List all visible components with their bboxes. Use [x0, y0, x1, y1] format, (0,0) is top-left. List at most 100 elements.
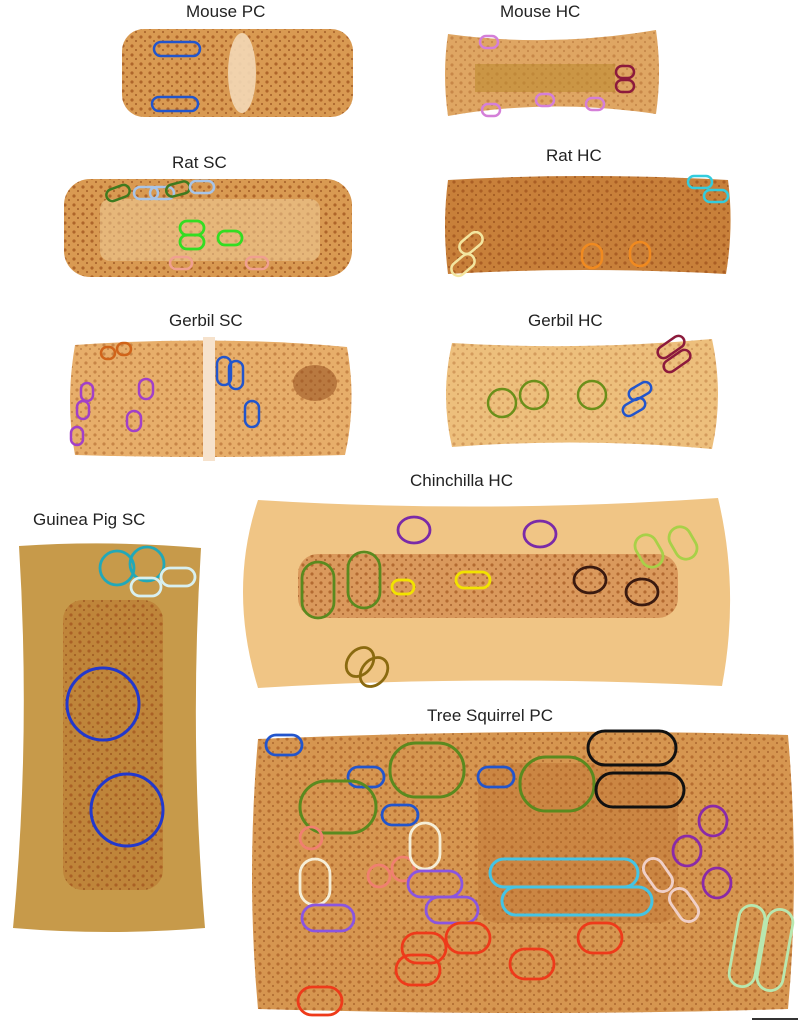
roi-outline [99, 345, 117, 361]
roi-outline [518, 379, 550, 411]
scale-bar [752, 1018, 798, 1020]
roi-outline [296, 985, 344, 1017]
roi-outline [65, 666, 141, 742]
label-rat-hc: Rat HC [546, 146, 602, 165]
roi-outline [594, 771, 686, 809]
roi-outline [450, 252, 476, 278]
roi-outline [244, 255, 270, 271]
mouse-hc-tissue [440, 26, 665, 121]
roi-outline [388, 741, 466, 799]
roi-outline [701, 866, 733, 900]
roi-outline [624, 577, 660, 607]
roi-outline [400, 931, 448, 965]
roi-outline [586, 729, 678, 767]
gerbil-sc-tissue [65, 333, 357, 463]
label-rat-sc: Rat SC [172, 153, 227, 172]
label-gerbil-hc: Gerbil HC [528, 311, 603, 330]
roi-outline [702, 188, 730, 204]
roi-outline [264, 733, 304, 757]
label-mouse-pc: Mouse PC [186, 2, 266, 21]
roi-outline [98, 549, 136, 587]
roi-outline [394, 953, 442, 987]
roi-outline [500, 885, 654, 917]
roi-outline [298, 779, 378, 835]
roi-outline [300, 560, 336, 620]
label-tree-squirrel-pc: Tree Squirrel PC [427, 706, 553, 725]
roi-outline [115, 341, 133, 357]
roi-outline [580, 242, 604, 270]
roi-outline [633, 533, 665, 569]
roi-outline [215, 355, 233, 387]
gerbil-hc-tissue [442, 333, 722, 455]
guinea-pig-sc-tissue [5, 540, 212, 935]
roi-outline [572, 565, 608, 595]
roi-outline [534, 92, 556, 108]
roi-outline [444, 921, 492, 955]
roi-outline [518, 755, 596, 813]
roi-outline [396, 515, 432, 545]
roi-outline [584, 96, 606, 112]
roi-outline [380, 803, 420, 827]
roi-outline [243, 399, 261, 429]
tree-squirrel-pc-tissue [248, 727, 800, 1017]
roi-outline [480, 102, 502, 118]
roi-outline [614, 64, 636, 80]
roi-outline [358, 656, 390, 688]
roi-outline [105, 183, 131, 203]
roi-outline [137, 377, 155, 401]
rat-hc-tissue [442, 170, 737, 280]
label-mouse-hc: Mouse HC [500, 2, 581, 21]
roi-outline [662, 348, 692, 374]
roi-outline [125, 409, 143, 433]
roi-outline [159, 566, 197, 588]
roi-outline [621, 396, 647, 418]
roi-outline [727, 904, 767, 988]
roi-outline [148, 185, 176, 201]
label-chinchilla-hc: Chinchilla HC [410, 471, 513, 490]
roi-outline [152, 40, 202, 58]
roi-outline [686, 174, 714, 190]
roi-outline [697, 804, 729, 838]
roi-outline [408, 821, 442, 871]
roi-outline [168, 255, 194, 271]
chinchilla-hc-tissue [228, 490, 740, 695]
roi-outline [150, 95, 200, 113]
roi-outline [344, 646, 376, 678]
label-guinea-pig-sc: Guinea Pig SC [33, 510, 146, 529]
roi-outline [671, 834, 703, 868]
roi-outline [216, 229, 244, 247]
roi-outline [366, 863, 392, 889]
roi-outline [424, 895, 480, 925]
roi-outline [642, 857, 674, 893]
roi-outline [128, 545, 166, 583]
roi-outline [522, 519, 558, 549]
roi-outline [89, 772, 165, 848]
roi-outline [390, 855, 416, 883]
roi-outline [614, 78, 636, 94]
roi-outline [390, 578, 416, 596]
label-gerbil-sc: Gerbil SC [169, 311, 243, 330]
roi-outline [486, 387, 518, 419]
roi-outline [188, 179, 216, 195]
roi-outline [627, 380, 653, 402]
roi-outline [667, 525, 699, 561]
roi-outline [178, 233, 206, 251]
roi-outline [576, 921, 624, 955]
rat-sc-tissue [62, 175, 354, 280]
roi-outline [656, 334, 686, 360]
roi-outline [576, 379, 608, 411]
roi-outline [69, 425, 85, 447]
roi-outline [476, 765, 516, 789]
roi-outline [298, 825, 324, 851]
mouse-pc-tissue [120, 25, 355, 120]
roi-outline [508, 947, 556, 981]
roi-outline [478, 34, 500, 50]
roi-outline [132, 185, 160, 201]
roi-outline [129, 576, 163, 598]
roi-outline [75, 399, 91, 421]
roi-outline [668, 887, 700, 923]
roi-outline [755, 908, 795, 992]
roi-outline [628, 240, 652, 268]
roi-outline [346, 550, 382, 610]
roi-outline [454, 570, 492, 590]
